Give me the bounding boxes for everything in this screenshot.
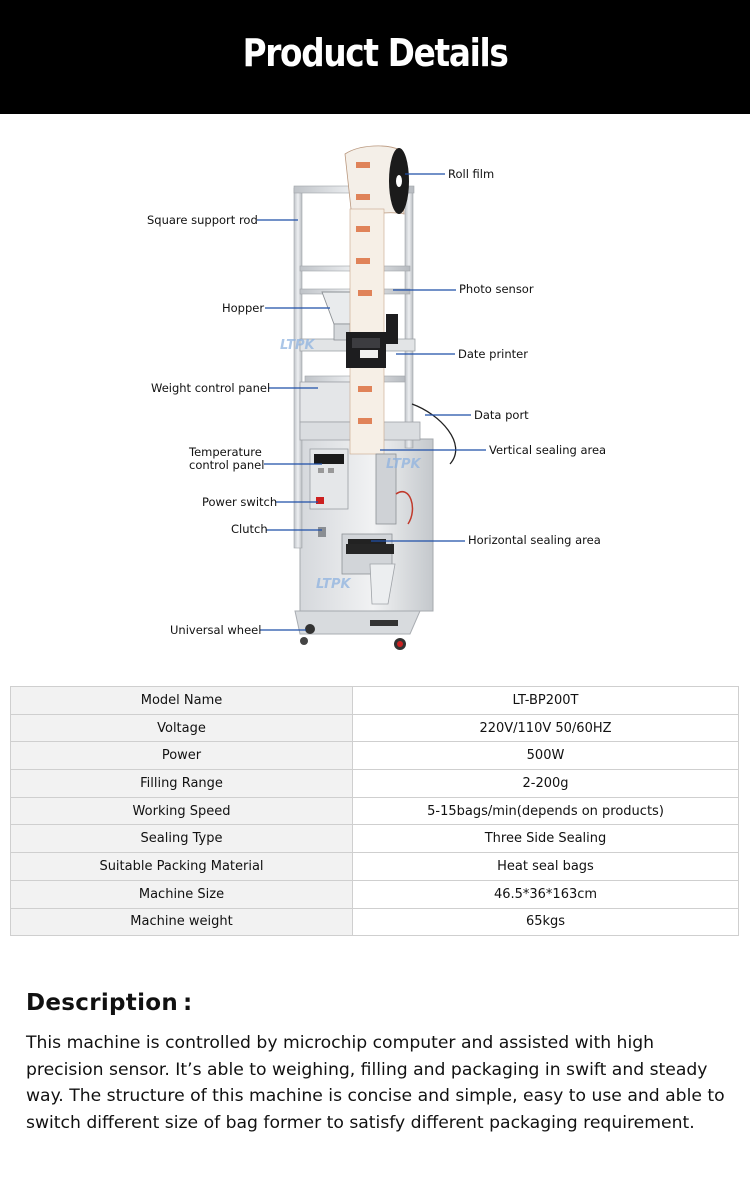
table-row: Machine Size 46.5*36*163cm xyxy=(10,879,739,909)
page-title: Product Details xyxy=(242,31,508,75)
callout-clutch: Clutch xyxy=(231,522,268,536)
table-row: Filling Range 2-200g xyxy=(10,769,739,798)
spec-key: Filling Range xyxy=(10,769,353,798)
table-row: Power 500W xyxy=(10,741,739,771)
spec-key: Voltage xyxy=(10,713,353,743)
spec-key: Power xyxy=(10,741,353,771)
callout-roll-film: Roll film xyxy=(448,167,495,181)
spec-key: Working Speed xyxy=(10,796,353,826)
table-row: Working Speed 5-15bags/min(depends on pr… xyxy=(10,796,739,826)
spec-value: 65kgs xyxy=(352,907,739,937)
callout-temperature-line-2: control panel xyxy=(189,458,265,472)
description-title: Description : xyxy=(26,990,193,1016)
specs-table: Model Name LT-BP200T Voltage 220V/110V 5… xyxy=(10,686,739,937)
machine-illustration: LTPK LTPK LTPK xyxy=(257,145,486,650)
spec-value: 500W xyxy=(352,741,739,771)
callout-temperature-control-panel: Temperature control panel xyxy=(189,446,264,471)
spec-key: Machine weight xyxy=(10,907,353,937)
callout-weight-control-panel: Weight control panel xyxy=(151,381,271,395)
spec-value: 5-15bags/min(depends on products) xyxy=(352,796,739,826)
callout-temperature-line-1: Temperature xyxy=(189,445,262,459)
spec-key: Sealing Type xyxy=(10,824,353,854)
machine-base xyxy=(294,610,421,650)
table-row: Machine weight 65kgs xyxy=(10,907,739,937)
spec-key: Suitable Packing Material xyxy=(10,852,353,881)
spec-value: 46.5*36*163cm xyxy=(352,879,739,909)
table-row: Voltage 220V/110V 50/60HZ xyxy=(10,713,739,743)
date-printer-shape xyxy=(346,314,398,368)
callout-universal-wheel: Universal wheel xyxy=(170,623,262,637)
spec-value: Heat seal bags xyxy=(352,852,739,881)
callout-data-port: Data port xyxy=(474,408,529,422)
roll-film-shape xyxy=(344,145,409,455)
callout-lines xyxy=(257,173,486,631)
machine-cabinet xyxy=(299,438,434,612)
spec-value: 220V/110V 50/60HZ xyxy=(352,713,739,743)
sealing-jaws-shape xyxy=(346,403,457,554)
table-row: Sealing Type Three Side Sealing xyxy=(10,824,739,854)
spec-key: Machine Size xyxy=(10,879,353,909)
watermark-text: LTPK xyxy=(280,338,316,353)
watermark-text: LTPK xyxy=(386,457,422,472)
callout-photo-sensor: Photo sensor xyxy=(459,282,534,296)
table-row: Suitable Packing Material Heat seal bags xyxy=(10,852,739,881)
machine-figure: LTPK LTPK LTPK Roll film Square support … xyxy=(0,114,750,670)
callout-hopper: Hopper xyxy=(222,301,265,315)
watermark-text: LTPK xyxy=(316,577,352,592)
callout-horizontal-sealing-area: Horizontal sealing area xyxy=(468,533,601,547)
callout-vertical-sealing-area: Vertical sealing area xyxy=(489,443,607,457)
spec-value: LT-BP200T xyxy=(352,686,739,715)
callout-power-switch: Power switch xyxy=(202,495,278,509)
spec-value: Three Side Sealing xyxy=(352,824,739,854)
header-banner: Product Details xyxy=(0,0,750,114)
callout-square-support-rod: Square support rod xyxy=(147,213,258,227)
spec-value: 2-200g xyxy=(352,769,739,798)
description-body: This machine is controlled by microchip … xyxy=(26,1033,725,1133)
spec-key: Model Name xyxy=(10,686,353,715)
callout-date-printer: Date printer xyxy=(458,347,528,361)
table-row: Model Name LT-BP200T xyxy=(10,686,739,715)
